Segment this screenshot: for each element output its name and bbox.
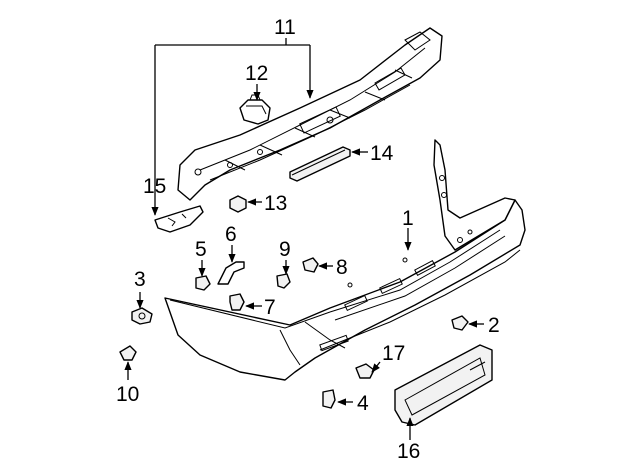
bracket-part-6 — [217, 261, 245, 285]
callout-14: 14 — [370, 142, 394, 165]
callout-13: 13 — [264, 192, 287, 215]
callout-5: 5 — [195, 238, 207, 261]
fastener-part-3 — [131, 307, 153, 325]
bracket-part-12 — [239, 94, 271, 125]
strip-part-14 — [289, 146, 351, 182]
clip-part-13 — [229, 195, 247, 213]
fastener-part-10 — [119, 345, 137, 361]
callout-10: 10 — [116, 383, 139, 406]
fastener-part-8 — [302, 257, 319, 273]
fastener-part-5 — [195, 275, 211, 291]
callout-17: 17 — [382, 342, 405, 365]
callout-4: 4 — [357, 392, 369, 415]
fastener-part-17 — [355, 363, 375, 379]
callout-6: 6 — [225, 223, 237, 246]
leader-lines — [124, 38, 484, 440]
callout-3: 3 — [134, 268, 146, 291]
fastener-part-7 — [229, 293, 245, 311]
callout-9: 9 — [279, 238, 291, 261]
callout-8: 8 — [336, 256, 348, 279]
bumper-cover-part — [164, 139, 526, 381]
callout-2: 2 — [488, 314, 500, 337]
bracket-part-15 — [154, 205, 204, 233]
callout-12: 12 — [245, 62, 268, 85]
reflector-part-16 — [394, 344, 493, 426]
impact-bar-part — [177, 27, 443, 201]
callout-11: 11 — [274, 16, 296, 39]
fastener-part-4 — [322, 389, 336, 409]
fastener-part-2 — [451, 315, 469, 331]
fastener-part-9 — [276, 273, 291, 289]
callout-7: 7 — [264, 296, 276, 319]
callout-1: 1 — [402, 207, 414, 230]
callout-16: 16 — [397, 440, 420, 463]
callout-15: 15 — [143, 175, 166, 198]
